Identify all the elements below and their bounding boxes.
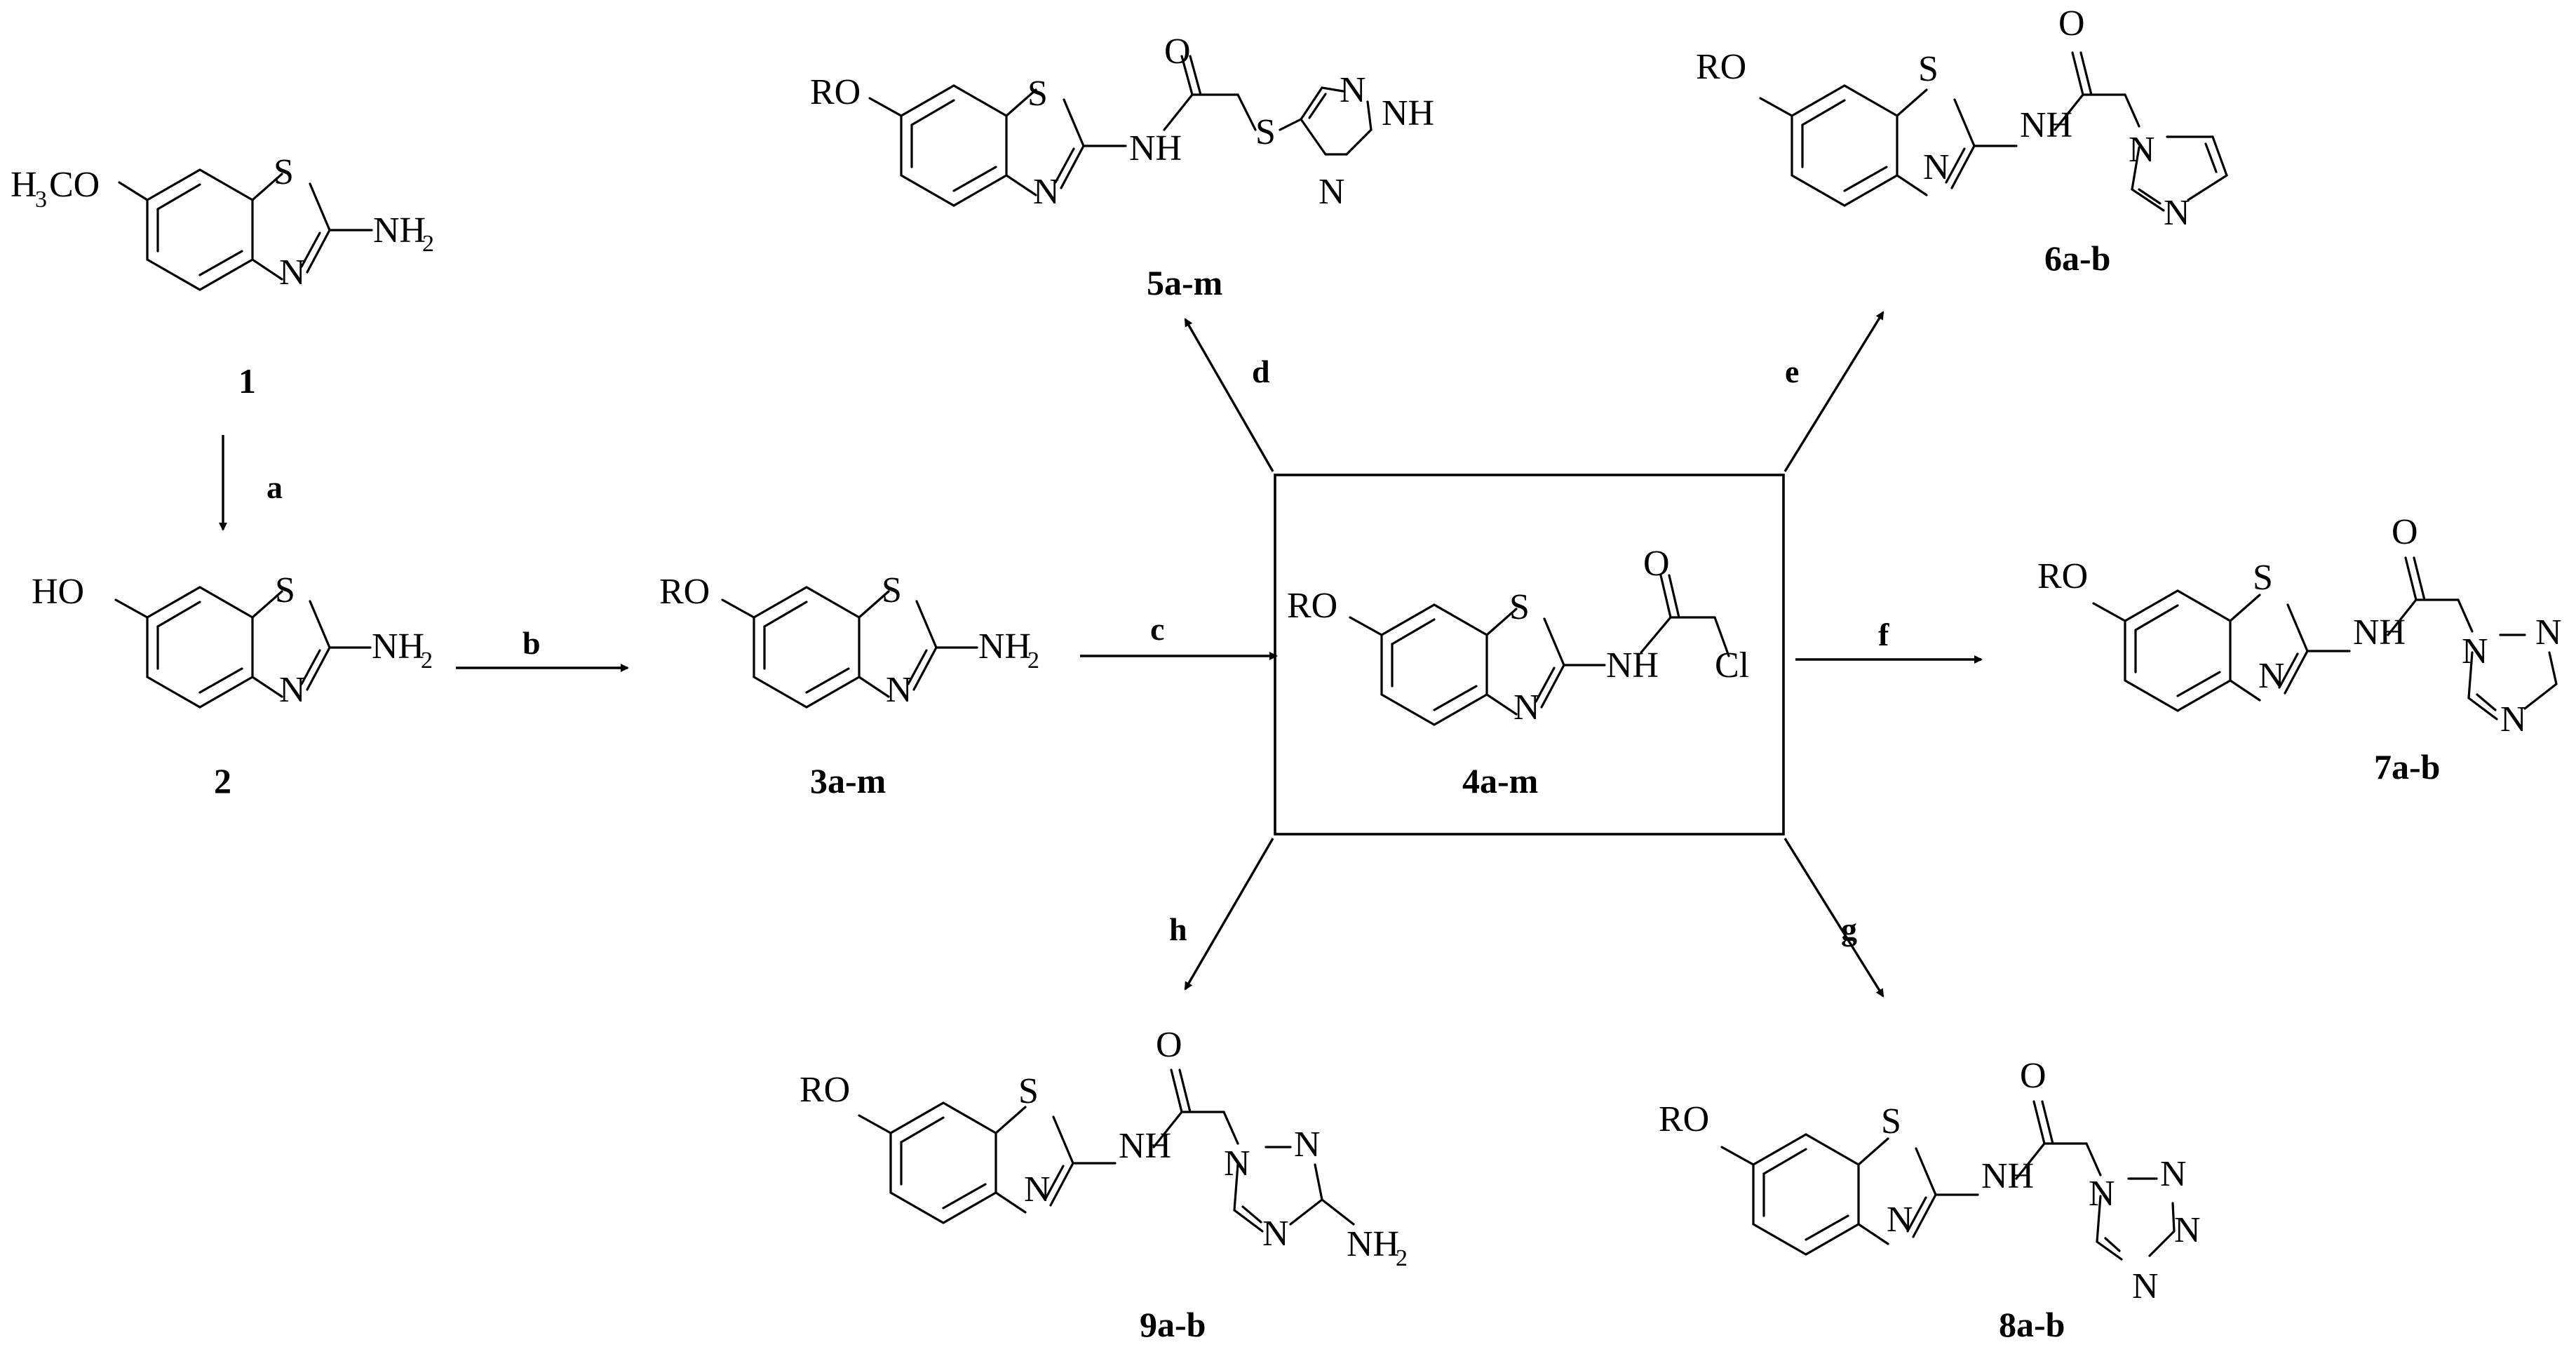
compound-8-ro-label: RO — [1659, 1099, 1709, 1139]
compound-1-label: 1 — [238, 361, 256, 401]
compound-5-triazole-n: N — [1340, 70, 1366, 110]
compound-7-label: 7a-b — [2374, 747, 2440, 786]
compound-9-o-atom: O — [1156, 1025, 1182, 1065]
compound-3-ro-label: RO — [659, 572, 710, 612]
compound-6-imidazole-n3: N — [2164, 193, 2190, 233]
compound-1-nh2-sub: 2 — [422, 231, 434, 257]
compound-5-o-atom: O — [1164, 32, 1191, 72]
compound-9-s-atom: S — [1018, 1071, 1039, 1111]
reagent-b-label: b — [522, 625, 541, 661]
compound-5-label: 5a-m — [1147, 263, 1222, 302]
compound-6-structure — [1759, 51, 2228, 212]
compound-9-label: 9a-b — [1140, 1305, 1206, 1344]
compound-5-n-atom: N — [1033, 172, 1060, 212]
compound-6-label: 6a-b — [2044, 239, 2110, 278]
compound-9-nh-label: NH — [1119, 1126, 1171, 1166]
compound-6-imidazole-n1: N — [2129, 130, 2155, 170]
compound-7-triazole-n4: N — [2500, 699, 2527, 739]
compound-6-s-atom: S — [1918, 49, 1938, 89]
compound-2-n-atom: N — [279, 670, 306, 710]
compound-7-triazole-n2: N — [2535, 612, 2562, 652]
compound-4-n-atom: N — [1513, 688, 1540, 728]
compound-7-s-atom: S — [2253, 558, 2273, 598]
compound-9-triazole-n4: N — [1262, 1214, 1289, 1254]
h3co-label-3: 3 — [35, 187, 47, 213]
reagent-g-label: g — [1841, 911, 1857, 947]
reagent-d-label: d — [1252, 354, 1270, 389]
compound-3-n-atom: N — [886, 670, 912, 710]
compound-8-o-atom: O — [2020, 1056, 2046, 1096]
compound-1-n-atom: N — [279, 253, 306, 293]
compound-8-nh-label: NH — [1981, 1156, 2034, 1196]
compound-4-ro-label: RO — [1287, 586, 1337, 626]
compound-2-label: 2 — [214, 761, 231, 800]
compound-8-tetrazole-n2: N — [2160, 1154, 2187, 1194]
compound-9-nh2-main: NH — [1347, 1224, 1399, 1264]
compound-2-nh2-sub: 2 — [421, 648, 433, 674]
compound-3-label: 3a-m — [810, 761, 886, 800]
compound-8-label: 8a-b — [1999, 1305, 2065, 1344]
compound-6-n-atom: N — [1923, 147, 1950, 187]
reagent-c-label: c — [1150, 611, 1164, 647]
compound-6-ro-label: RO — [1696, 47, 1746, 87]
central-box — [1274, 474, 1785, 836]
compound-9-triazole-n2: N — [1294, 1125, 1321, 1165]
compound-8-structure — [1720, 1100, 2176, 1261]
compound-4-o-atom: O — [1643, 544, 1670, 584]
compound-6-o-atom: O — [2058, 4, 2085, 43]
compound-5-ro-label: RO — [810, 72, 861, 112]
compound-7-o-atom: O — [2392, 512, 2418, 552]
compound-7-nh-label: NH — [2353, 612, 2406, 652]
h3co-label-h: H — [11, 165, 37, 205]
compound-2-nh2-main: NH — [372, 626, 424, 666]
compound-7-ro-label: RO — [2037, 556, 2088, 596]
compound-4-structure — [1349, 574, 1730, 726]
compound-9-n-atom: N — [1024, 1170, 1051, 1209]
compound-5-s-atom: S — [1027, 74, 1048, 114]
compound-8-tetrazole-n1: N — [2089, 1174, 2115, 1214]
reagent-f-label: f — [1878, 617, 1889, 652]
arrow-d — [1184, 318, 1274, 472]
compound-6-nh-label: NH — [2020, 105, 2072, 145]
compound-4-label: 4a-m — [1462, 761, 1538, 800]
compound-2-s-atom: S — [275, 570, 295, 610]
reagent-h-label: h — [1169, 911, 1187, 947]
compound-3-nh2-sub: 2 — [1027, 648, 1039, 674]
compound-1-structure — [118, 168, 373, 291]
arrow-h — [1184, 838, 1274, 991]
compound-3-s-atom: S — [882, 570, 902, 610]
compound-1-nh2-main: NH — [373, 210, 426, 250]
compound-3-nh2-main: NH — [978, 626, 1031, 666]
reagent-e-label: e — [1785, 354, 1799, 389]
arrow-e — [1783, 311, 1884, 472]
compound-8-s-atom: S — [1881, 1101, 1901, 1141]
arrow-g — [1783, 838, 1884, 998]
compound-8-tetrazole-n4: N — [2132, 1266, 2159, 1306]
reagent-a-label: a — [267, 469, 283, 505]
compound-8-tetrazole-n3: N — [2174, 1210, 2201, 1250]
compound-9-structure — [858, 1068, 1355, 1233]
compound-2-ho-label: HO — [32, 572, 84, 612]
compound-9-nh2-sub: 2 — [1396, 1245, 1408, 1271]
compound-7-structure — [2092, 556, 2558, 721]
compound-5-thioether-s: S — [1255, 112, 1276, 152]
compound-5-triazole-n2: N — [1319, 172, 1345, 212]
h3co-label-co: CO — [49, 165, 100, 205]
compound-4-nh-label: NH — [1606, 645, 1659, 685]
compound-3-structure — [721, 586, 978, 709]
compound-4-s-atom: S — [1509, 587, 1530, 627]
compound-7-triazole-n1: N — [2462, 631, 2488, 671]
compound-2-structure — [114, 586, 372, 709]
compound-5-structure — [868, 55, 1373, 207]
compound-1-s-atom: S — [274, 152, 294, 192]
compound-4-cl-label: Cl — [1715, 645, 1749, 685]
compound-7-n-atom: N — [2258, 656, 2285, 696]
compound-8-n-atom: N — [1887, 1200, 1913, 1240]
compound-5-triazole-nh: NH — [1382, 93, 1434, 133]
compound-9-ro-label: RO — [800, 1070, 850, 1110]
compound-9-triazole-n1: N — [1224, 1144, 1250, 1184]
compound-5-nh-label: NH — [1129, 128, 1182, 168]
